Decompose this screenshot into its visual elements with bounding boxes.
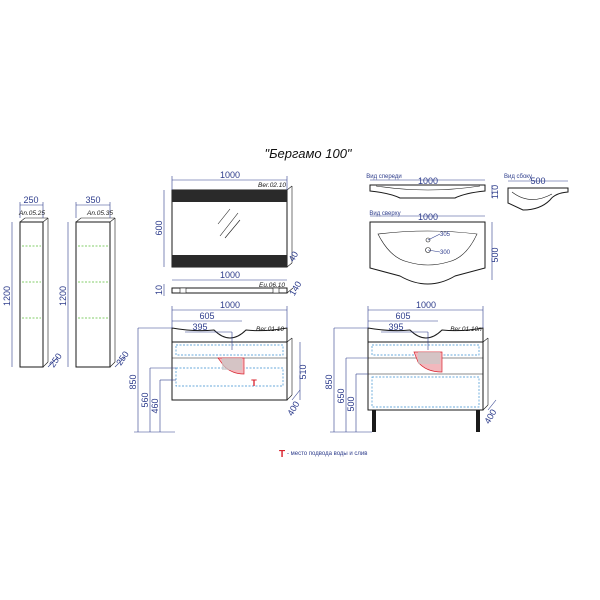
vanity-floor-dim-2: 650 xyxy=(336,388,346,403)
vanity-hung-body xyxy=(171,341,288,401)
vanity-hung-dim-1: 850 xyxy=(128,374,138,389)
vanity-floor-width: 1000 xyxy=(416,300,436,310)
vanity-floor-depth: 400 xyxy=(482,407,498,425)
vanity-hung-dim-2: 560 xyxy=(140,392,150,407)
basin-top-label: Вид сверху xyxy=(369,211,400,217)
column-wide-body xyxy=(75,221,111,368)
shelf-body xyxy=(171,287,288,294)
basin-top-view: 1000 Вид сверху 305 300 500 xyxy=(369,211,500,285)
basin-top-hole-a: 305 xyxy=(440,232,451,238)
basin-top-depth: 500 xyxy=(490,247,500,262)
legend-text: - место подвода воды и слив xyxy=(287,451,367,457)
column-wide-width: 350 xyxy=(85,195,100,205)
vanity-hung-offset: 605 xyxy=(199,311,214,321)
vanity-floor: 1000 605 395 Ber.01.10n 400 850 650 500 xyxy=(324,300,498,433)
vanity-hung-drain: 395 xyxy=(192,322,207,332)
basin-side-width: 1000 xyxy=(418,176,438,186)
vanity-floor-body xyxy=(367,341,484,411)
basin-side-height: 110 xyxy=(490,185,500,199)
mirror: 1000 Ber.02.10 600 40 xyxy=(154,170,301,268)
drawing-title: "Бергамо 100" xyxy=(264,146,352,161)
column-narrow-depth: 250 xyxy=(47,351,64,369)
column-wide-code: An.05.35 xyxy=(86,210,113,217)
legend-marker: T xyxy=(279,449,285,460)
vanity-hung-code: Ber.01.10 xyxy=(256,326,284,333)
column-narrow-width: 250 xyxy=(23,195,38,205)
shelf-height: 10 xyxy=(154,285,164,295)
basin-top-width: 1000 xyxy=(418,212,438,222)
vanity-floor-drain: 395 xyxy=(388,322,403,332)
basin-profile: 500 Вид сбоку xyxy=(504,174,569,211)
basin-top-hole-b: 300 xyxy=(440,250,451,256)
shelf-code: Eu.06.10 xyxy=(259,282,285,289)
shelf-depth: 140 xyxy=(287,279,303,297)
column-narrow-height: 1200 xyxy=(2,286,12,306)
legend: T - место подвода воды и слив xyxy=(279,449,367,460)
column-wide-depth: 250 xyxy=(114,349,131,367)
basin-profile-label: Вид сбоку xyxy=(504,174,532,180)
vanity-hung: T 1000 605 395 Ber.01.10 510 400 850 560… xyxy=(128,300,308,433)
mirror-code: Ber.02.10 xyxy=(258,182,286,189)
vanity-hung-width: 1000 xyxy=(220,300,240,310)
basin-side-label: Вид спереди xyxy=(366,174,402,180)
basin-side-view: 1000 Вид спереди 110 xyxy=(366,174,500,199)
vanity-floor-dim-3: 500 xyxy=(346,396,356,411)
column-narrow: 250 An.05.25 1200 250 xyxy=(2,195,64,369)
mirror-depth: 40 xyxy=(287,250,301,264)
column-narrow-code: An.05.25 xyxy=(18,210,45,217)
water-point-marker: T xyxy=(251,378,257,388)
vanity-hung-dim-3: 460 xyxy=(150,398,160,413)
vanity-hung-right-dim: 510 xyxy=(298,364,308,379)
basin-profile-width: 500 xyxy=(530,176,545,186)
shelf-width: 1000 xyxy=(220,270,240,280)
vanity-floor-offset: 605 xyxy=(395,311,410,321)
column-wide-height: 1200 xyxy=(58,286,68,306)
mirror-height: 600 xyxy=(154,220,164,235)
column-narrow-body xyxy=(19,221,44,368)
vanity-hung-depth: 400 xyxy=(285,399,301,417)
glass-shelf: 1000 Eu.06.10 10 140 xyxy=(154,270,303,298)
vanity-floor-dim-1: 850 xyxy=(324,374,334,389)
column-wide: 350 An.05.35 1200 250 xyxy=(58,195,131,368)
vanity-floor-code: Ber.01.10n xyxy=(450,326,482,333)
mirror-width: 1000 xyxy=(220,170,240,180)
